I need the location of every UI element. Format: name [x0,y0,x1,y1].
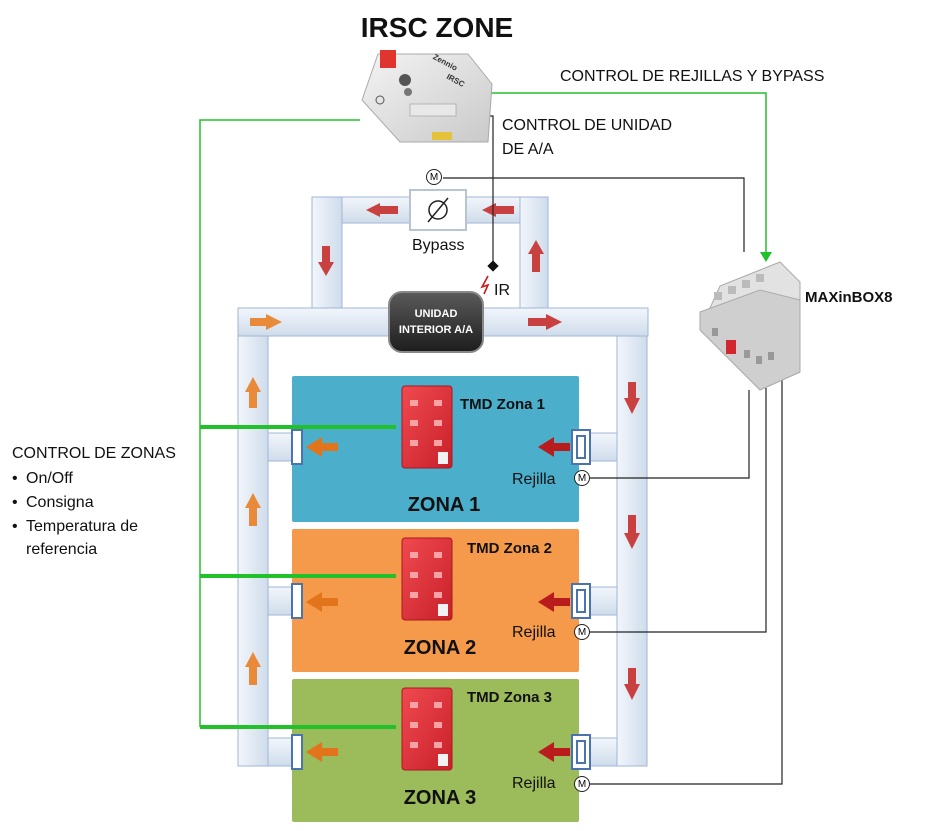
return-duct-arrows [245,377,261,685]
rejilla-3-motor-icon: M [574,776,590,792]
control-unidad-label-1: CONTROL DE UNIDAD [502,117,673,134]
zone-return-arrows [306,437,338,762]
ir-signal-icon [480,275,490,295]
maxinbox-device [699,261,801,391]
tmd-zona-3-label: TMD Zona 3 [467,689,552,706]
bypass-label: Bypass [412,237,465,254]
rejilla-3-label: Rejilla [512,775,556,792]
supply-grilles [571,429,591,770]
tmd-panel-3 [401,687,453,771]
grille-control-arrowhead [760,252,772,262]
control-zonas-list: On/Off Consigna Temperatura de [12,467,138,539]
main-duct-arrows [250,314,562,330]
page-title: IRSC ZONE [360,12,514,43]
supply-branch-1 [587,432,618,462]
zona-1-name: ZONA 1 [407,494,481,516]
zona-2-name: ZONA 2 [403,637,477,659]
motor-wires [443,177,783,785]
supply-branch-2 [587,586,618,616]
supply-duct-arrows [624,382,640,700]
indoor-unit-label-1: UNIDAD [414,308,458,320]
rejilla-2-motor-icon: M [574,624,590,640]
ir-label: IR [494,282,510,299]
control-zonas-item: On/Off [12,467,138,491]
return-grilles [291,429,303,770]
zone-control-lines [199,119,396,729]
irsc-device [361,50,493,143]
tmd-zona-2-label: TMD Zona 2 [467,540,552,557]
bypass-motor-icon: M [426,169,442,185]
zone-inlet-arrows [538,437,570,762]
control-zonas-item: Temperatura de [12,515,138,539]
bypass-damper [409,189,467,231]
tmd-panel-2 [401,537,453,621]
control-rejillas-label: CONTROL DE REJILLAS Y BYPASS [560,68,825,85]
supply-branch-3 [587,737,618,767]
control-zonas-title: CONTROL DE ZONAS [12,445,176,462]
grille-control-line [486,92,767,254]
ir-node [487,260,499,272]
tmd-panel-1 [401,385,453,469]
rejilla-2-label: Rejilla [512,624,556,641]
zona-3-name: ZONA 3 [403,787,477,809]
rejilla-1-label: Rejilla [512,471,556,488]
maxinbox-label: MAXinBOX8 [805,289,893,306]
indoor-unit-box: UNIDAD INTERIOR A/A [388,291,484,353]
indoor-unit-label-2: INTERIOR A/A [398,324,474,336]
rejilla-1-motor-icon: M [574,470,590,486]
control-unidad-label-2: DE A/A [502,141,554,158]
control-zonas-item: Consigna [12,491,138,515]
control-zonas-item-cont: referencia [26,541,98,558]
tmd-zona-1-label: TMD Zona 1 [460,396,545,413]
